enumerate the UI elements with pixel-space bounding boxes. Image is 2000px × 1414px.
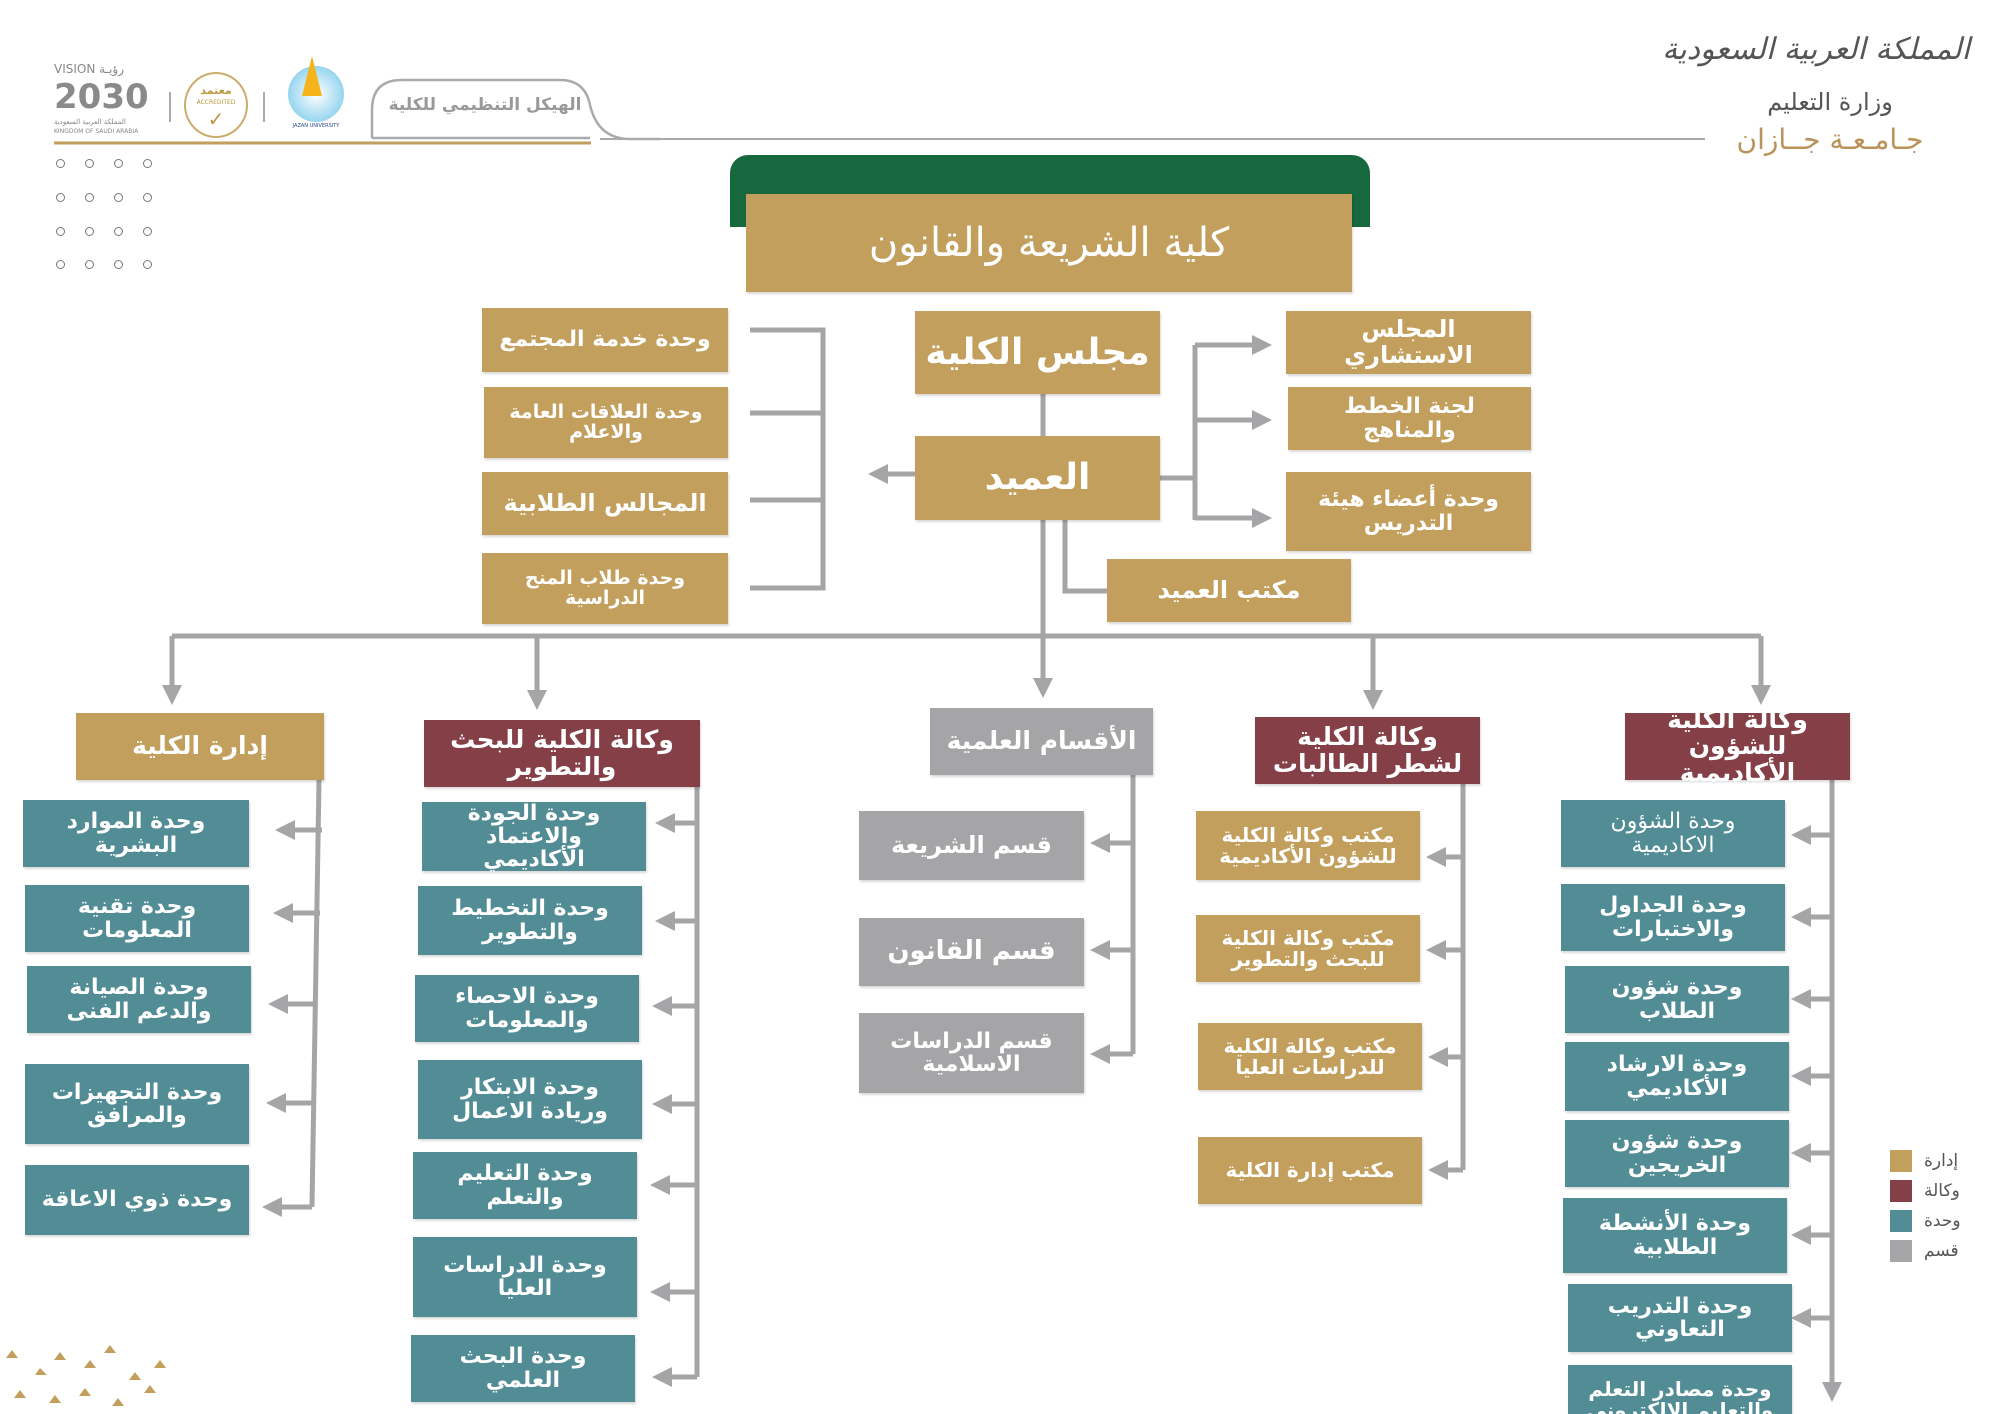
admin-unit[interactable]: وحدة تقنية المعلومات — [25, 885, 249, 952]
accredited-logo: معتمد ACCREDITED ✓ — [184, 72, 248, 138]
legend-swatch — [1890, 1210, 1912, 1232]
faculty-members-unit[interactable]: وحدة أعضاء هيئة التدريس — [1286, 472, 1531, 551]
divider — [169, 92, 171, 122]
university-name: جـامـعـة جــازان — [1736, 123, 1924, 156]
female-office[interactable]: مكتب وكالة الكلية للشؤون الأكاديمية — [1196, 811, 1420, 880]
header-lines — [54, 78, 1705, 145]
department-box[interactable]: قسم الشريعة — [859, 811, 1084, 880]
research-unit[interactable]: وحدة الدراسات العليا — [413, 1237, 637, 1317]
left-unit-public-relations[interactable]: وحدة العلاقات العامة والاعلام — [484, 387, 728, 458]
department-box[interactable]: قسم الدراسات الاسلامية — [859, 1013, 1084, 1093]
advisory-council[interactable]: المجلس الاستشاري — [1286, 311, 1531, 374]
legend-item: وكالة — [1890, 1180, 1960, 1202]
academic-unit[interactable]: وحدة الأنشطة الطلابية — [1563, 1198, 1787, 1273]
admin-unit[interactable]: وحدة التجهيزات والمرافق — [25, 1064, 249, 1144]
branch-admin-header[interactable]: إدارة الكلية — [76, 713, 324, 780]
dean-office[interactable]: مكتب العميد — [1107, 559, 1351, 622]
divider — [263, 92, 265, 122]
academic-unit[interactable]: وحدة شؤون الطلاب — [1565, 966, 1789, 1033]
academic-unit[interactable]: وحدة الشؤون الاكاديمية — [1561, 800, 1785, 867]
legend-swatch — [1890, 1150, 1912, 1172]
branch-departments-header[interactable]: الأقسام العلمية — [930, 708, 1153, 775]
academic-unit[interactable]: وحدة الارشاد الأكاديمي — [1565, 1042, 1789, 1111]
female-office[interactable]: مكتب إدارة الكلية — [1198, 1137, 1422, 1204]
jazan-university-logo: JAZAN UNIVERSITY — [280, 52, 352, 137]
research-unit[interactable]: وحدة البحث العلمي — [411, 1335, 635, 1402]
branch-female-header[interactable]: وكالة الكلية لشطر الطالبات — [1255, 717, 1480, 784]
female-office[interactable]: مكتب وكالة الكلية للدراسات العليا — [1198, 1023, 1422, 1090]
vision-2030-logo: VISION رؤيـة 2030 المملكة العربية السعود… — [54, 62, 149, 135]
admin-unit[interactable]: وحدة الصيانة والدعم الفنى — [27, 966, 251, 1033]
legend-swatch — [1890, 1180, 1912, 1202]
branch-research-header[interactable]: وكالة الكلية للبحث والتطوير — [424, 720, 700, 787]
female-office[interactable]: مكتب وكالة الكلية للبحث والتطوير — [1196, 915, 1420, 982]
left-unit-scholarship-students[interactable]: وحدة طلاب المنح الدراسية — [482, 553, 728, 624]
curriculum-committee[interactable]: لجنة الخطط والمناهج — [1288, 387, 1531, 450]
ministry-name: وزارة التعليم — [1767, 88, 1893, 116]
left-unit-student-councils[interactable]: المجالس الطلابية — [482, 472, 728, 535]
legend-swatch — [1890, 1240, 1912, 1262]
academic-unit[interactable]: وحدة شؤون الخريجين — [1565, 1120, 1789, 1187]
sail-icon — [288, 56, 344, 122]
research-unit[interactable]: وحدة التعليم والتعلم — [413, 1152, 637, 1219]
check-icon: ✓ — [207, 107, 225, 131]
admin-unit[interactable]: وحدة الموارد البشرية — [23, 800, 249, 867]
branch-academic-header[interactable]: وكالة الكلية للشؤون الأكاديمية — [1625, 707, 1850, 785]
research-unit[interactable]: وحدة التخطيط والتطوير — [418, 886, 642, 955]
college-council[interactable]: مجلس الكلية — [915, 311, 1160, 394]
academic-unit[interactable]: وحدة الجداول والاختبارات — [1561, 884, 1785, 951]
left-unit-community-service[interactable]: وحدة خدمة المجتمع — [482, 308, 728, 372]
legend-item: إدارة — [1890, 1150, 1958, 1172]
kingdom-calligraphy: المملكة العربية السعودية — [1662, 32, 1970, 67]
dean[interactable]: العميد — [915, 436, 1160, 520]
academic-unit[interactable]: وحدة التدريب التعاوني — [1568, 1284, 1792, 1352]
legend-item: وحدة — [1890, 1210, 1961, 1232]
triangle-decoration — [6, 1345, 166, 1406]
research-unit[interactable]: وحدة الاحصاء والمعلومات — [415, 975, 639, 1042]
research-unit[interactable]: وحدة الجودة والاعتماد الأكاديمي — [422, 802, 646, 871]
page-label: الهيكل التنظيمي للكلية — [388, 95, 582, 115]
admin-unit[interactable]: وحدة ذوي الاعاقة — [25, 1165, 249, 1235]
department-box[interactable]: قسم القانون — [859, 918, 1084, 986]
research-unit[interactable]: وحدة الابتكار وريادة الاعمال — [418, 1060, 642, 1139]
college-title: كلية الشريعة والقانون — [746, 194, 1352, 292]
legend-item: قسم — [1890, 1240, 1959, 1262]
academic-unit[interactable]: وحدة مصادر التعلم والتعليم الالكتروني — [1568, 1365, 1792, 1414]
